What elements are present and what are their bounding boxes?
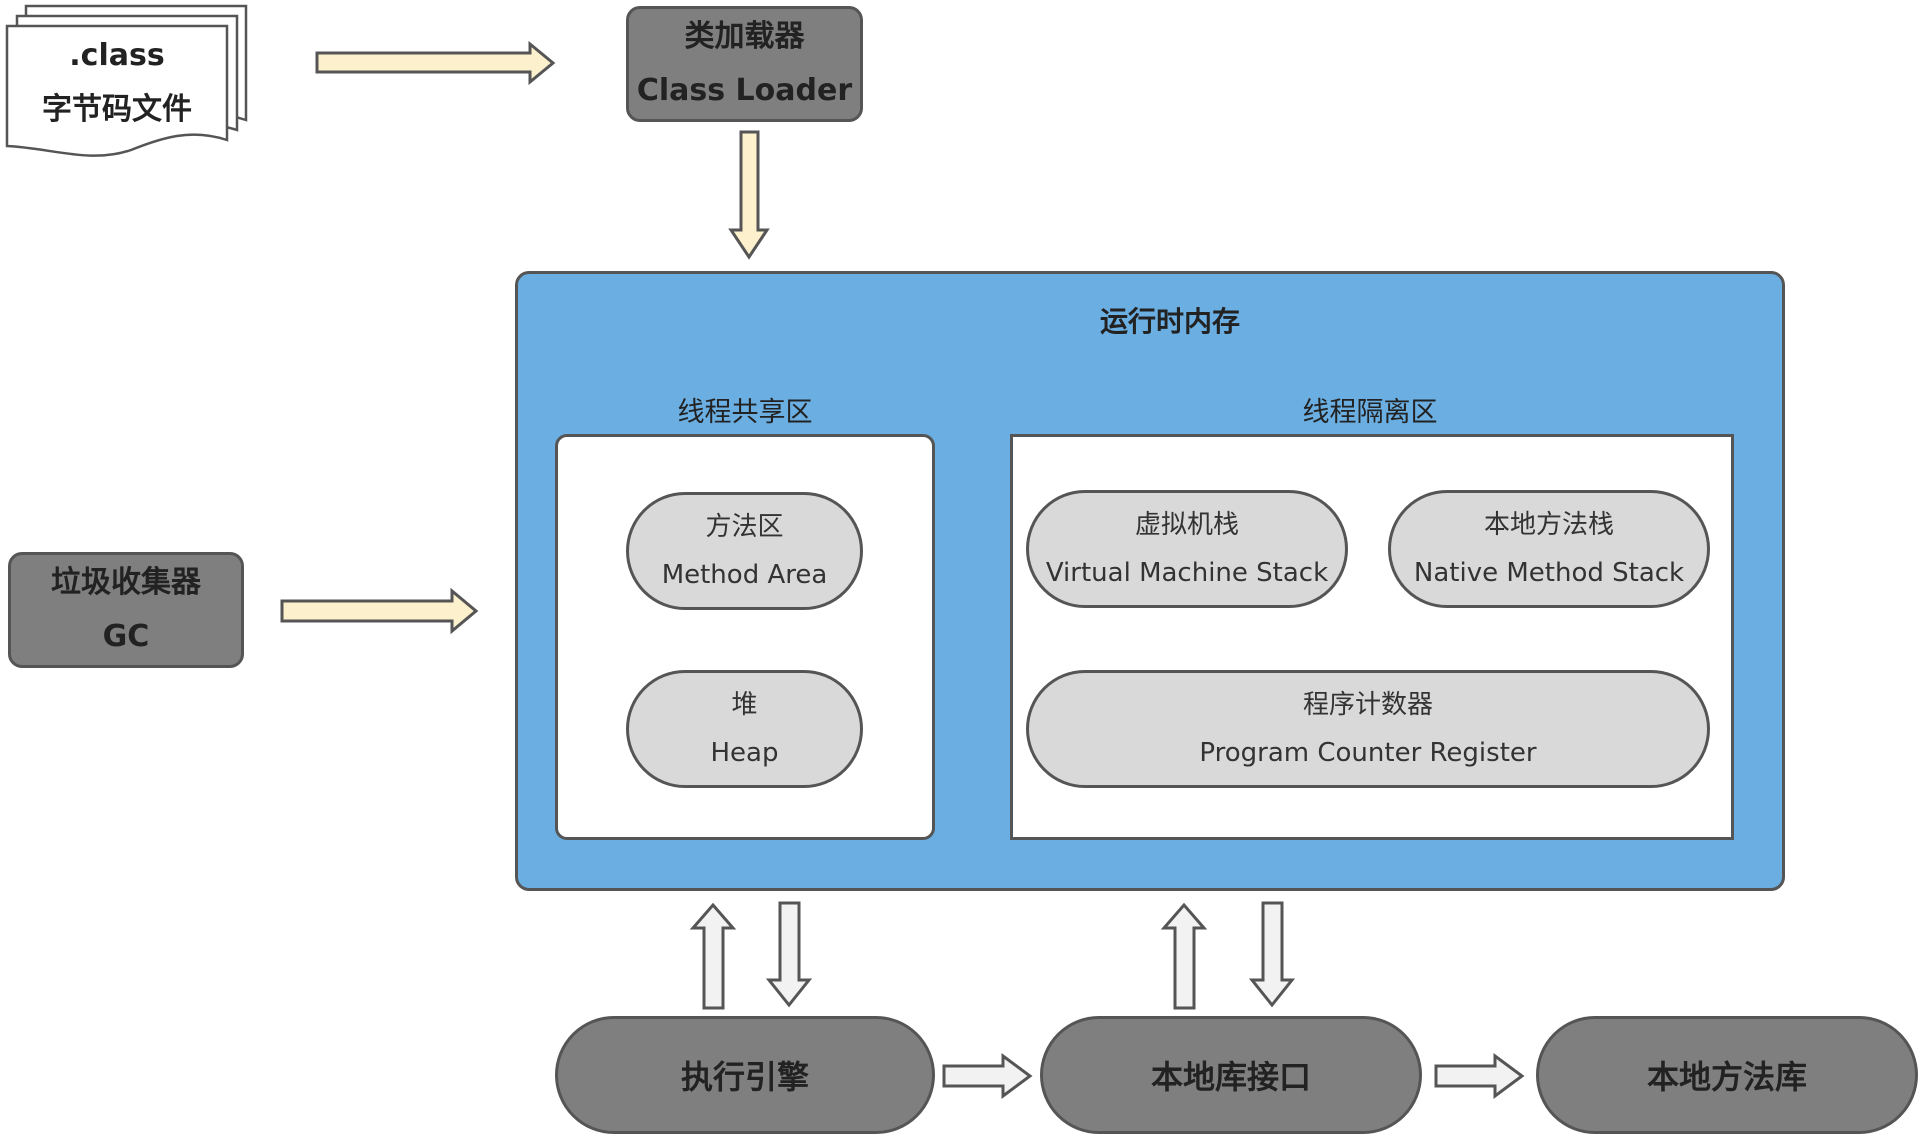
heap-en: Heap: [710, 738, 779, 768]
native-library-label: 本地方法库: [1646, 1058, 1807, 1096]
class-loader-zh: 类加载器: [684, 19, 805, 54]
native-stack-pill: 本地方法栈 Native Method Stack: [1388, 490, 1710, 608]
heap-zh: 堆: [731, 690, 758, 720]
arrow-gc-to-runtime: [280, 587, 479, 635]
pc-register-zh: 程序计数器: [1302, 690, 1433, 720]
vm-stack-pill: 虚拟机栈 Virtual Machine Stack: [1026, 490, 1348, 608]
method-area-pill: 方法区 Method Area: [626, 492, 863, 610]
arrow-exec-down: [765, 901, 813, 1008]
native-library-pill: 本地方法库: [1536, 1016, 1918, 1134]
method-area-en: Method Area: [661, 560, 828, 590]
execution-engine-label: 执行引擎: [680, 1058, 809, 1096]
arrow-interface-to-library: [1434, 1053, 1525, 1099]
arrow-exec-up: [689, 902, 737, 1010]
native-interface-pill: 本地库接口: [1040, 1016, 1422, 1134]
class-file-label: 字节码文件: [42, 92, 192, 127]
pc-register-pill: 程序计数器 Program Counter Register: [1026, 670, 1710, 788]
shared-area-title: 线程共享区: [677, 397, 813, 428]
execution-engine-pill: 执行引擎: [555, 1016, 935, 1134]
gc-en: GC: [102, 619, 150, 654]
arrow-loader-to-runtime: [728, 130, 770, 260]
class-loader-en: Class Loader: [636, 73, 853, 108]
heap-pill: 堆 Heap: [626, 670, 863, 788]
class-file-document: .class 字节码文件: [8, 28, 226, 138]
native-interface-label: 本地库接口: [1150, 1058, 1311, 1096]
arrow-native-up: [1160, 902, 1208, 1010]
native-stack-zh: 本地方法栈: [1483, 510, 1614, 540]
isolated-area-title: 线程隔离区: [1302, 397, 1438, 428]
gc-zh: 垃圾收集器: [51, 565, 201, 600]
vm-stack-zh: 虚拟机栈: [1134, 510, 1239, 540]
native-stack-en: Native Method Stack: [1413, 558, 1685, 588]
pc-register-en: Program Counter Register: [1199, 738, 1537, 768]
arrow-native-down: [1248, 901, 1296, 1008]
gc-box: 垃圾收集器 GC: [8, 552, 244, 668]
runtime-memory-title: 运行时内存: [1099, 305, 1240, 338]
vm-stack-en: Virtual Machine Stack: [1045, 558, 1329, 588]
class-file-ext: .class: [69, 38, 165, 73]
method-area-zh: 方法区: [705, 512, 784, 542]
arrow-class-to-loader: [315, 40, 556, 86]
class-loader-box: 类加载器 Class Loader: [626, 6, 863, 122]
arrow-exec-to-interface: [942, 1053, 1033, 1099]
